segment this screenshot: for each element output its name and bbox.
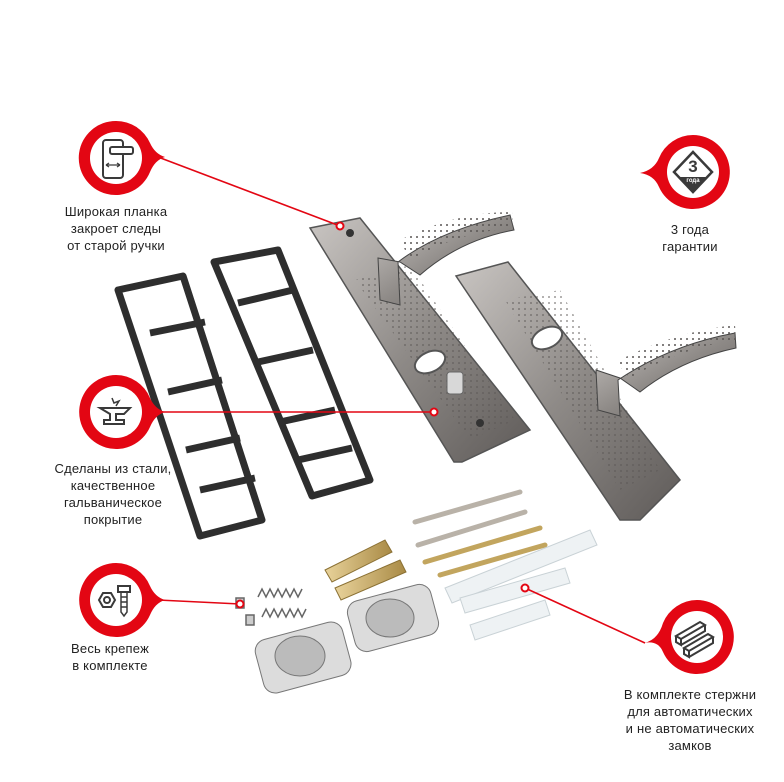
label-line: В комплекте стержни <box>623 687 757 702</box>
label-line: Широкая планка <box>64 204 168 219</box>
steel-anvil-icon <box>96 397 133 425</box>
warranty-icon <box>672 150 714 194</box>
leader-line-plate <box>157 156 341 227</box>
long-screws <box>412 489 548 578</box>
gasket-right <box>210 246 374 500</box>
label-line: покрытие <box>83 512 143 527</box>
callout-label-wide-plate: Широкая планка закроет следы от старой р… <box>36 203 196 254</box>
lock-latches <box>254 583 440 694</box>
label-line: гальваническое <box>63 495 163 510</box>
brass-pins <box>324 539 407 601</box>
leader-dot <box>235 599 245 609</box>
callout-label-warranty: 3 года гарантии <box>630 221 750 255</box>
callout-label-rods: В комплекте стержни для автоматических и… <box>605 686 775 754</box>
leader-dot <box>520 583 530 593</box>
label-line: для автоматических <box>627 704 753 719</box>
gasket-left <box>114 272 266 540</box>
callout-label-steel: Сделаны из стали, качественное гальванич… <box>28 460 198 528</box>
label-line: и не автоматических <box>625 721 755 736</box>
label-line: от старой ручки <box>67 238 165 253</box>
warranty-badge-word: года <box>686 178 700 184</box>
rods <box>444 529 598 641</box>
fasteners-icon <box>97 585 131 618</box>
leader-line-rods <box>524 587 646 644</box>
label-line: закроет следы <box>70 221 162 236</box>
handle-plate-1 <box>308 212 532 463</box>
label-line: Весь крепеж <box>71 641 149 656</box>
label-line: 3 года <box>670 222 710 237</box>
label-line: качественное <box>70 478 156 493</box>
label-line: замков <box>668 738 712 753</box>
wide-plate-icon <box>102 139 134 179</box>
handle-plate-2 <box>454 261 737 521</box>
label-line: Сделаны из стали, <box>54 461 172 476</box>
warranty-badge-number: 3 <box>688 157 698 176</box>
leader-dot <box>429 407 439 417</box>
rods-icon <box>674 620 715 659</box>
callout-label-fasteners: Весь крепеж в комплекте <box>40 640 180 674</box>
label-line: гарантии <box>662 239 718 254</box>
leader-line-fasteners <box>157 599 241 605</box>
label-line: в комплекте <box>72 658 148 673</box>
leader-dot <box>335 221 345 231</box>
